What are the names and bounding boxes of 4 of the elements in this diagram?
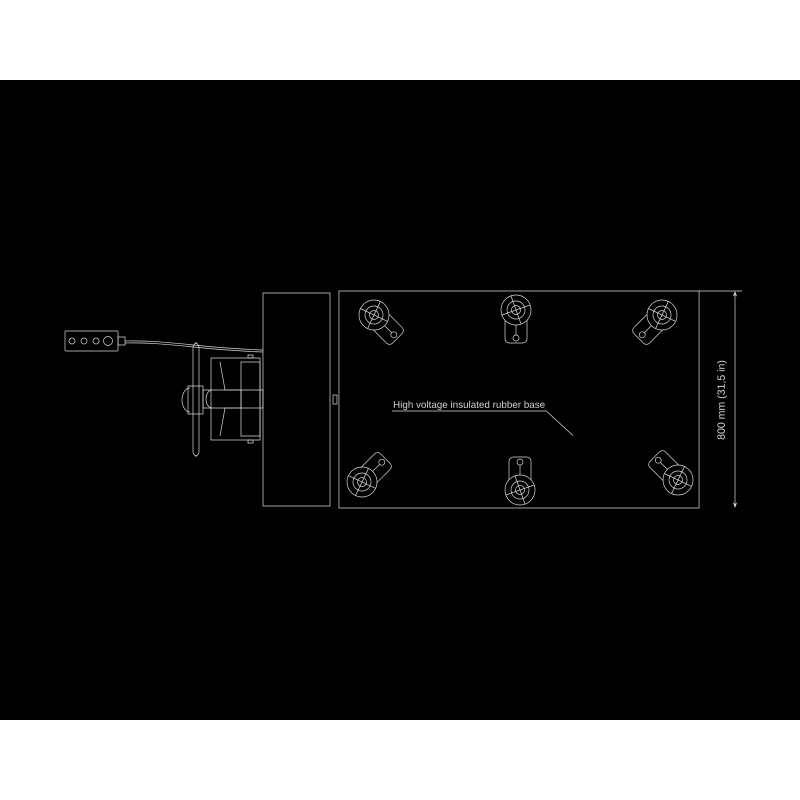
- dimension-label: 800 mm (31,5 in): [717, 360, 727, 440]
- leader-line: [392, 410, 574, 436]
- callout-text: High voltage insulated rubber base: [394, 400, 545, 410]
- rubber-base: [338, 290, 700, 508]
